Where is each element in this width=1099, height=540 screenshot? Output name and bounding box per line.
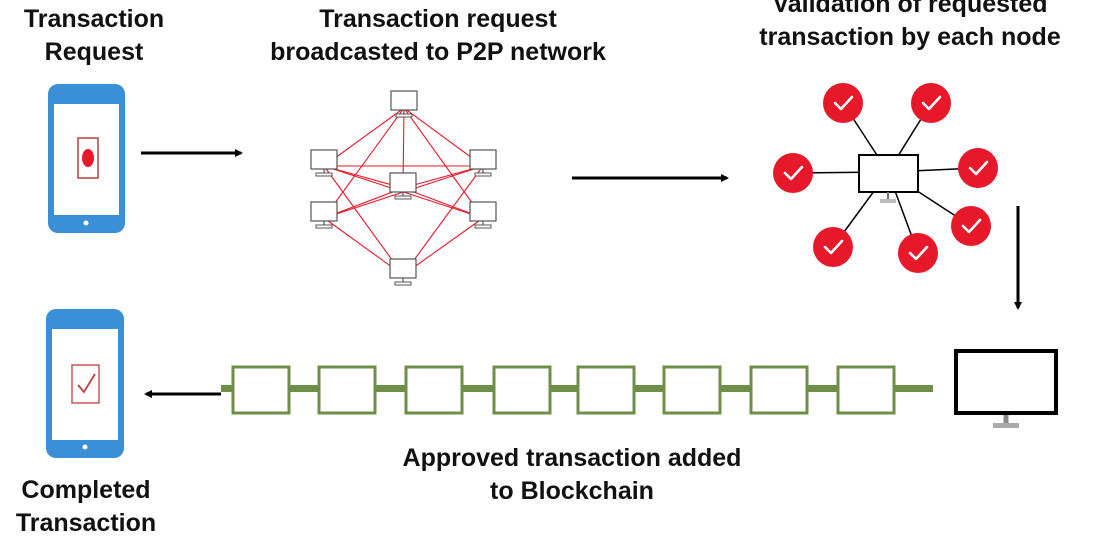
chain-block	[231, 365, 291, 415]
request-smartphone-icon	[48, 84, 125, 233]
request-dot-icon	[82, 149, 94, 167]
chain-block	[317, 365, 377, 415]
validation-check-icon	[811, 225, 855, 269]
blockchain	[221, 365, 933, 415]
completed-check-icon	[77, 373, 96, 394]
chain-block	[404, 365, 464, 415]
chain-block	[662, 365, 722, 415]
validation-computer-icon	[858, 154, 919, 203]
network-computer-icon	[469, 149, 497, 177]
validation-check-icon	[821, 81, 865, 125]
validation-check-icon	[771, 151, 815, 195]
label-completed-transaction: Completed Transaction	[15, 476, 157, 537]
p2p-network	[310, 90, 497, 286]
label-broadcast: Transaction request broadcasted to P2P n…	[270, 5, 606, 66]
chain-block	[836, 365, 896, 415]
label-transaction-request: Transaction Request	[23, 5, 165, 66]
validation-check-icon	[909, 81, 953, 125]
label-validation: Validation of requested transaction by e…	[759, 0, 1061, 51]
monitor-icon	[954, 349, 1058, 428]
label-approved-added: Approved transaction added to Blockchain	[402, 444, 742, 505]
chain-block	[749, 365, 809, 415]
network-computer-icon	[390, 90, 418, 118]
validation-check-icon	[949, 204, 993, 248]
network-computer-icon	[310, 149, 338, 177]
chain-block	[576, 365, 636, 415]
validation-check-icon	[896, 231, 940, 275]
validation-hub	[771, 81, 1000, 275]
completed-smartphone-icon	[46, 309, 124, 458]
validation-check-icon	[956, 146, 1000, 190]
network-computer-icon	[389, 258, 417, 286]
chain-block	[492, 365, 552, 415]
